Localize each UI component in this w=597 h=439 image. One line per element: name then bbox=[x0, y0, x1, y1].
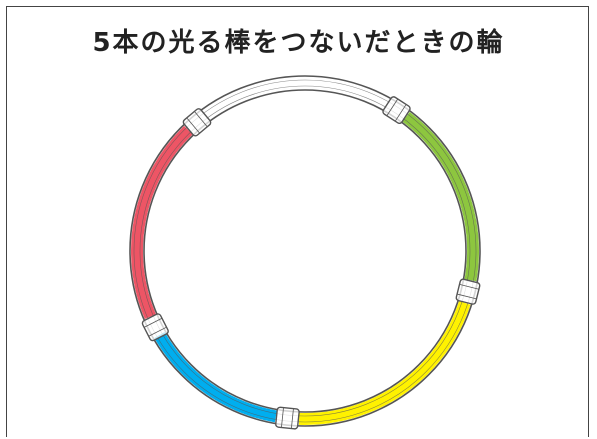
glow-stick-yellow bbox=[298, 301, 471, 425]
glow-stick-blue bbox=[154, 331, 277, 423]
ring-highlight bbox=[133, 79, 477, 423]
connector-sleeve bbox=[141, 313, 169, 342]
glow-stick-white bbox=[197, 77, 387, 124]
connector-sleeve bbox=[182, 108, 212, 137]
glow-stick-red bbox=[131, 125, 193, 319]
connector-sleeve bbox=[455, 278, 481, 305]
connector-sleeve bbox=[382, 96, 411, 125]
glow-stick-green bbox=[402, 112, 479, 282]
ring-outline bbox=[143, 89, 467, 413]
ring-highlight bbox=[139, 85, 471, 417]
connector-sleeve bbox=[275, 406, 300, 430]
figure-title: 5本の光る棒をつないだときの輪 bbox=[92, 28, 505, 58]
ring-outline bbox=[129, 75, 481, 427]
